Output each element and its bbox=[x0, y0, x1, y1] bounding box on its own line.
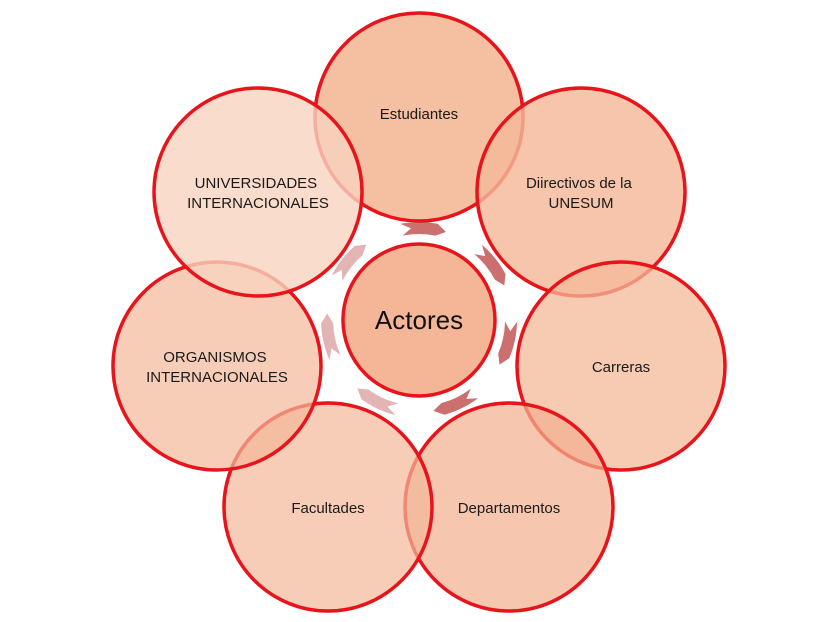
node-label-line: Departamentos bbox=[458, 500, 561, 517]
node-label-line: Diirectivos de la bbox=[526, 175, 633, 192]
node-label-carreras: Carreras bbox=[592, 359, 650, 376]
center-label: Actores bbox=[375, 305, 463, 335]
cycle-arrow bbox=[474, 244, 506, 286]
node-label-line: INTERNACIONALES bbox=[187, 195, 329, 212]
outer-circles bbox=[111, 11, 727, 613]
node-label-departamentos: Departamentos bbox=[458, 500, 561, 517]
node-label-line: Carreras bbox=[592, 359, 650, 376]
node-label-facultades: Facultades bbox=[291, 500, 364, 517]
cycle-arrow bbox=[400, 221, 446, 236]
connector-arrows bbox=[321, 221, 517, 416]
node-label-line: Facultades bbox=[291, 500, 364, 517]
node-circle-universidades bbox=[152, 86, 364, 298]
node-label-estudiantes: Estudiantes bbox=[380, 106, 458, 123]
center-circle bbox=[341, 242, 497, 398]
node-label-directivos: Diirectivos de la UNESUM bbox=[526, 175, 636, 212]
cycle-arrow bbox=[498, 321, 517, 365]
node-label-line: UNIVERSIDADES bbox=[195, 175, 318, 192]
node-label-universidades: UNIVERSIDADES INTERNACIONALES bbox=[187, 175, 329, 212]
node-label-line: INTERNACIONALES bbox=[146, 369, 288, 386]
node-circle-directivos bbox=[475, 86, 687, 298]
cycle-arrow bbox=[331, 244, 367, 281]
node-label-line: UNESUM bbox=[548, 195, 613, 212]
cycle-arrow bbox=[433, 388, 478, 415]
node-labels: Estudiantes Diirectivos de la UNESUM Car… bbox=[146, 106, 650, 517]
cycle-arrow bbox=[321, 313, 341, 360]
cycle-arrow bbox=[357, 388, 399, 416]
node-label-organismos: ORGANISMOS INTERNACIONALES bbox=[146, 349, 288, 386]
node-circle-organismos bbox=[111, 260, 323, 472]
node-circle-facultades bbox=[222, 401, 434, 613]
node-label-line: ORGANISMOS bbox=[163, 349, 266, 366]
node-label-line: Estudiantes bbox=[380, 106, 458, 123]
node-circle-carreras bbox=[515, 260, 727, 472]
